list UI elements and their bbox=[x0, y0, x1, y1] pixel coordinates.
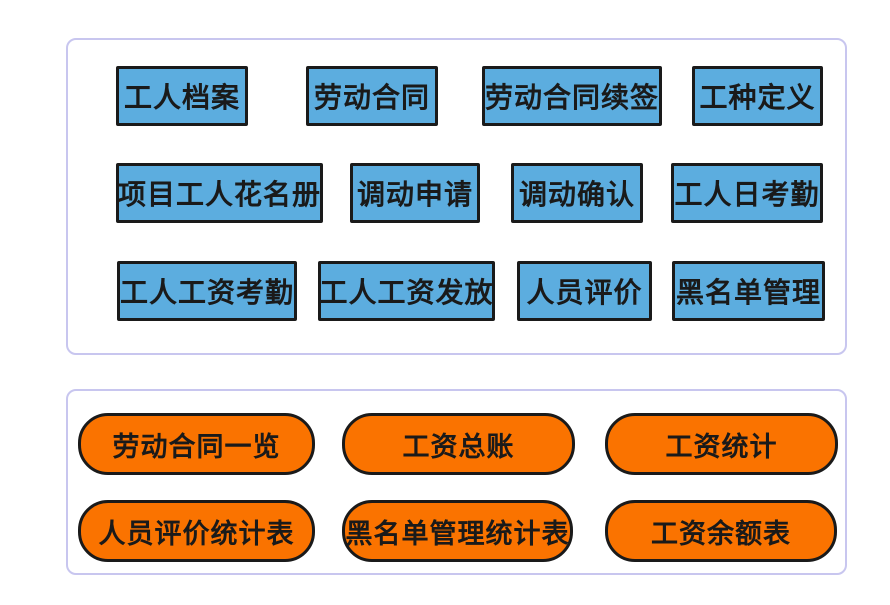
reports-panel: 劳动合同一览 工资总账 工资统计 人员评价统计表 黑名单管理统计表 工资余额表 bbox=[66, 389, 847, 575]
module-box-worker-wage-attendance[interactable]: 工人工资考勤 bbox=[117, 261, 297, 321]
report-pill-blacklist-management-report[interactable]: 黑名单管理统计表 bbox=[342, 500, 573, 562]
report-pill-labor-contract-overview[interactable]: 劳动合同一览 bbox=[78, 413, 315, 475]
module-box-labor-contract-renewal[interactable]: 劳动合同续签 bbox=[482, 66, 662, 126]
module-box-transfer-application[interactable]: 调动申请 bbox=[350, 163, 480, 223]
module-box-worker-wage-payment[interactable]: 工人工资发放 bbox=[318, 261, 495, 321]
module-box-project-worker-roster[interactable]: 项目工人花名册 bbox=[116, 163, 323, 223]
report-pill-wage-general-ledger[interactable]: 工资总账 bbox=[342, 413, 575, 475]
module-box-worker-daily-attendance[interactable]: 工人日考勤 bbox=[671, 163, 823, 223]
module-box-labor-contract[interactable]: 劳动合同 bbox=[306, 66, 438, 126]
report-pill-wage-balance-sheet[interactable]: 工资余额表 bbox=[605, 500, 837, 562]
module-box-transfer-confirmation[interactable]: 调动确认 bbox=[511, 163, 643, 223]
report-pill-personnel-evaluation-report[interactable]: 人员评价统计表 bbox=[78, 500, 315, 562]
modules-panel: 工人档案 劳动合同 劳动合同续签 工种定义 项目工人花名册 调动申请 调动确认 … bbox=[66, 38, 847, 355]
module-box-worker-archive[interactable]: 工人档案 bbox=[116, 66, 248, 126]
module-box-blacklist-management[interactable]: 黑名单管理 bbox=[672, 261, 825, 321]
report-pill-wage-statistics[interactable]: 工资统计 bbox=[605, 413, 838, 475]
module-box-personnel-evaluation[interactable]: 人员评价 bbox=[517, 261, 652, 321]
module-box-job-type-definition[interactable]: 工种定义 bbox=[692, 66, 823, 126]
